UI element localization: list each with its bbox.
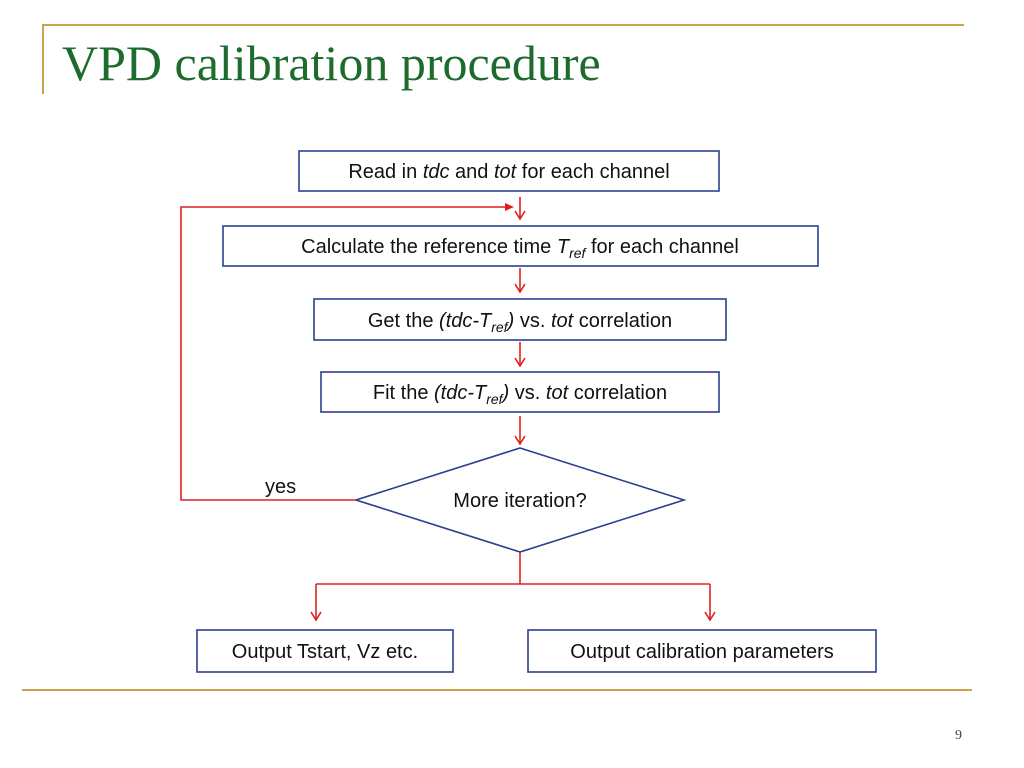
step-fit-correlation: Fit the (tdc-Tref) vs. tot correlation	[320, 371, 720, 413]
page-number: 9	[955, 728, 962, 743]
output-left-box	[196, 629, 454, 673]
loop-yes-label: yes	[265, 476, 296, 498]
step-get-label: Get the (tdc-Tref) vs. tot correlation	[368, 310, 672, 335]
slide-title: VPD calibration procedure	[62, 35, 601, 91]
footer-rule	[22, 689, 972, 691]
step-fit-box	[320, 371, 720, 413]
arrow-calc-to-get	[514, 268, 526, 294]
step-read-input: Read in tdc and tot for each channel	[298, 150, 720, 192]
output-calibration-parameters: Output calibration parameters	[527, 629, 877, 673]
step-read-label: Read in tdc and tot for each channel	[348, 161, 669, 183]
arrow-fit-to-decision	[514, 416, 526, 446]
output-right-box	[527, 629, 877, 673]
loop-back-arrow	[180, 203, 514, 501]
step-calc-reference: Calculate the reference time Tref for ea…	[222, 225, 819, 267]
step-get-correlation: Get the (tdc-Tref) vs. tot correlation	[313, 298, 727, 341]
output-tstart: Output Tstart, Vz etc.	[196, 629, 454, 673]
step-fit-label: Fit the (tdc-Tref) vs. tot correlation	[373, 382, 667, 407]
step-get-box	[313, 298, 727, 341]
title-side-rule	[42, 24, 44, 94]
title-top-rule	[42, 24, 964, 26]
branch-to-outputs	[310, 552, 716, 622]
step-read-box	[298, 150, 720, 192]
step-calc-box	[222, 225, 819, 267]
arrow-get-to-fit	[514, 342, 526, 368]
decision-label: More iteration?	[453, 490, 586, 512]
step-calc-label: Calculate the reference time Tref for ea…	[301, 236, 739, 261]
arrow-read-to-calc	[514, 197, 526, 221]
decision-more-iteration: More iteration?	[353, 447, 687, 553]
output-left-label: Output Tstart, Vz etc.	[232, 641, 418, 663]
output-right-label: Output calibration parameters	[570, 641, 833, 663]
